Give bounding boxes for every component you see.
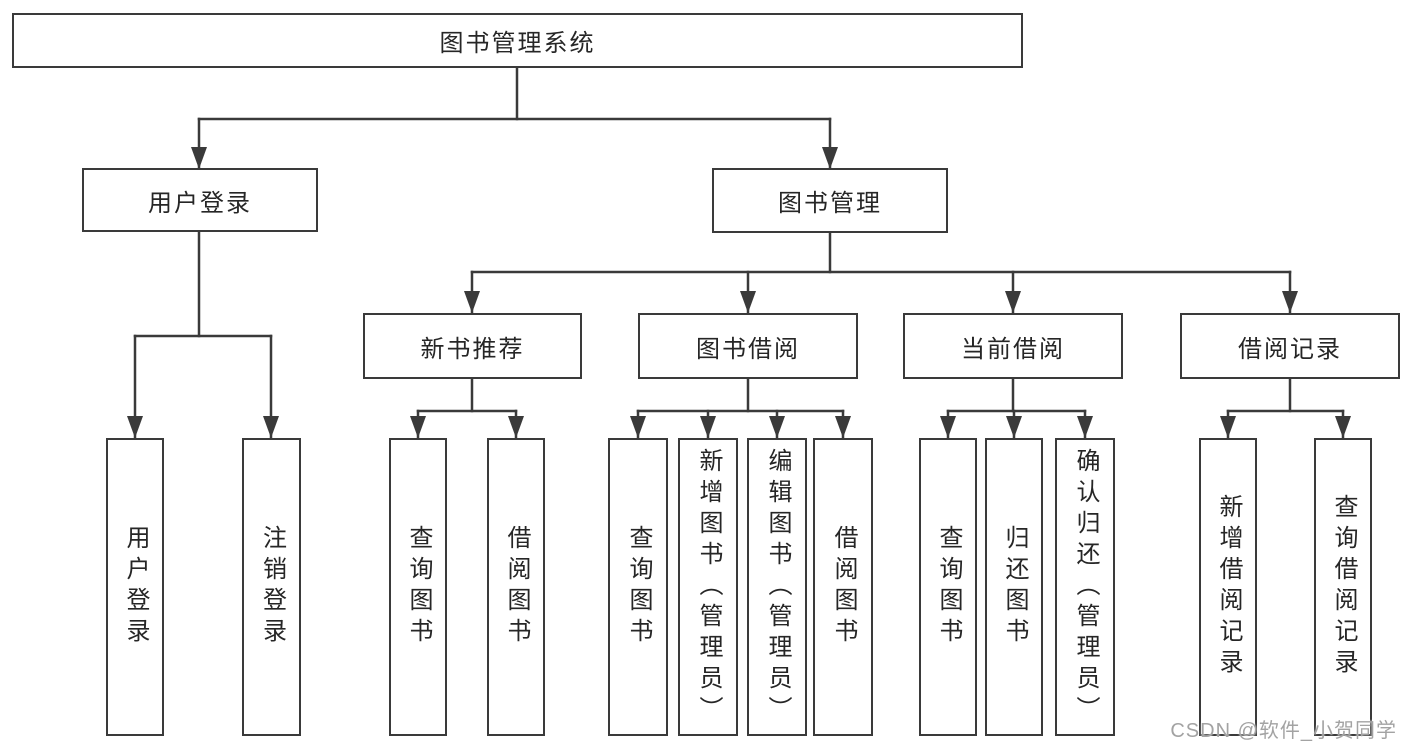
leaf-logout: 注销登录: [242, 438, 301, 736]
leaf-label: 借阅图书: [503, 525, 530, 649]
leaf-label: 注销登录: [258, 525, 286, 649]
leaf-label: 查询借阅记录: [1330, 494, 1357, 680]
node-new-book-recommendation: 新书推荐: [363, 313, 582, 379]
leaf-confirm-return-admin: 确认归还（管理员）: [1055, 438, 1115, 736]
leaf-query-borrow-record: 查询借阅记录: [1314, 438, 1372, 736]
node-book-borrowing: 图书借阅: [638, 313, 858, 379]
leaf-label: 查询图书: [935, 525, 962, 649]
leaf-label: 新增借阅记录: [1215, 494, 1242, 680]
node-label: 新书推荐: [420, 335, 525, 363]
leaf-label: 借阅图书: [830, 525, 857, 649]
leaf-label: 确认归还（管理员）: [1072, 447, 1099, 727]
csdn-watermark: CSDN @软件_小贺同学: [1170, 720, 1397, 742]
node-label: 当前借阅: [961, 335, 1065, 363]
leaf-user-login: 用户登录: [106, 438, 164, 736]
node-library-management-system: 图书管理系统: [12, 13, 1023, 68]
node-label: 借阅记录: [1238, 335, 1342, 363]
leaf-add-borrow-record: 新增借阅记录: [1199, 438, 1257, 736]
node-current-borrowing: 当前借阅: [903, 313, 1123, 379]
leaf-recommend-query-books: 查询图书: [389, 438, 447, 736]
node-label: 图书借阅: [696, 335, 800, 363]
leaf-label: 编辑图书（管理员）: [764, 447, 791, 727]
node-label: 用户登录: [148, 189, 252, 217]
node-borrowing-records: 借阅记录: [1180, 313, 1400, 379]
leaf-label: 新增图书（管理员）: [695, 447, 722, 727]
leaf-add-books-admin: 新增图书（管理员）: [678, 438, 738, 736]
leaf-edit-books-admin: 编辑图书（管理员）: [747, 438, 807, 736]
node-label: 图书管理: [778, 190, 882, 217]
leaf-recommend-borrow-books: 借阅图书: [487, 438, 545, 736]
node-book-management: 图书管理: [712, 168, 948, 233]
leaf-borrow-query-books: 查询图书: [608, 438, 668, 736]
node-user-login: 用户登录: [82, 168, 318, 232]
leaf-borrow-books: 借阅图书: [813, 438, 873, 736]
leaf-return-books: 归还图书: [985, 438, 1043, 736]
leaf-label: 查询图书: [405, 525, 432, 649]
leaf-label: 查询图书: [625, 525, 652, 649]
leaf-label: 用户登录: [122, 525, 149, 649]
leaf-label: 归还图书: [1001, 525, 1028, 649]
node-label: 图书管理系统: [439, 30, 596, 57]
leaf-current-query-books: 查询图书: [919, 438, 977, 736]
